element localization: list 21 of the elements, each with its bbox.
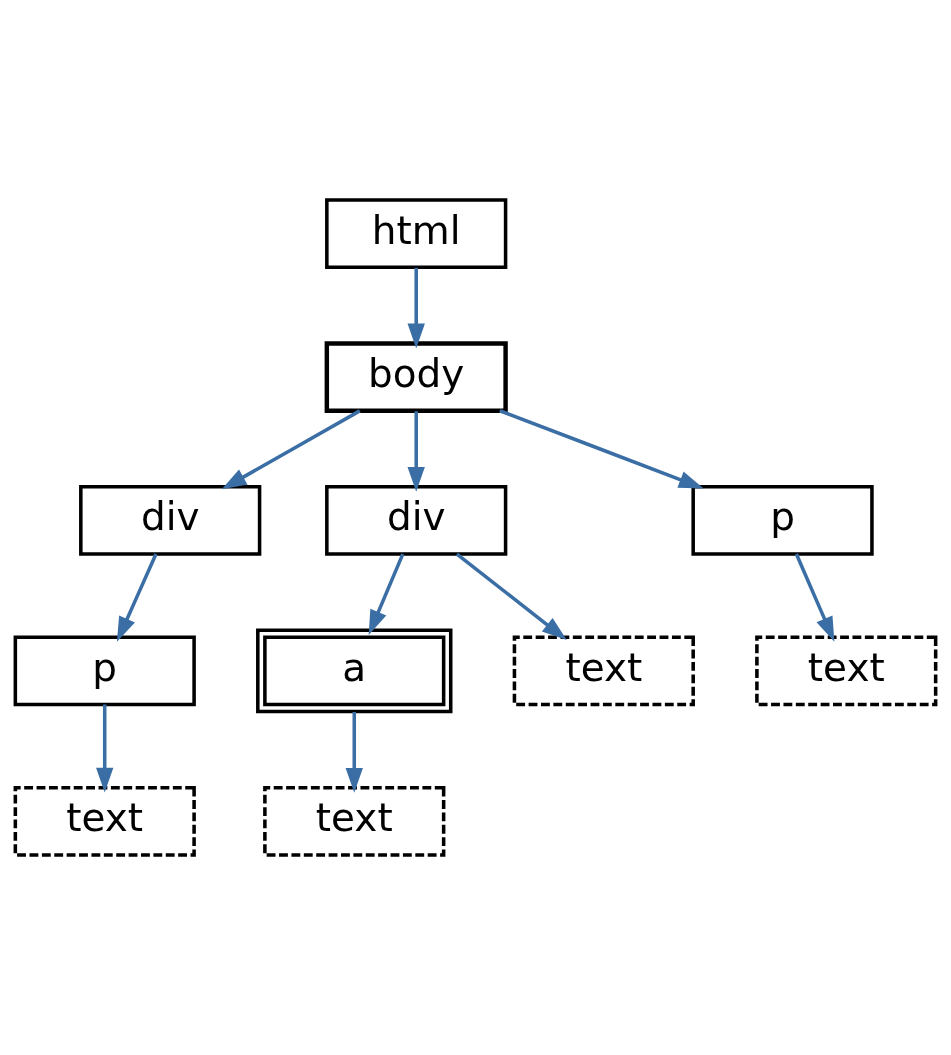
node-box: div [325, 485, 508, 556]
node-box: text [13, 785, 196, 857]
arrow [407, 267, 425, 349]
node-box: text [512, 635, 695, 707]
node-box: p [691, 485, 874, 556]
arrow [96, 704, 114, 793]
node-box: a [256, 628, 453, 714]
arrow [499, 409, 704, 489]
arrow [345, 712, 363, 793]
arrow [794, 553, 835, 642]
node-box: text [263, 785, 446, 857]
arrow [368, 553, 405, 635]
arrow [407, 411, 425, 492]
node-box: body [324, 341, 508, 413]
node-box: div [79, 485, 262, 556]
node-box: p [13, 635, 196, 707]
arrow [116, 553, 158, 642]
arrow [455, 552, 567, 641]
arrow [221, 409, 361, 490]
node-box: html [325, 198, 508, 270]
node-box: text [755, 635, 938, 707]
